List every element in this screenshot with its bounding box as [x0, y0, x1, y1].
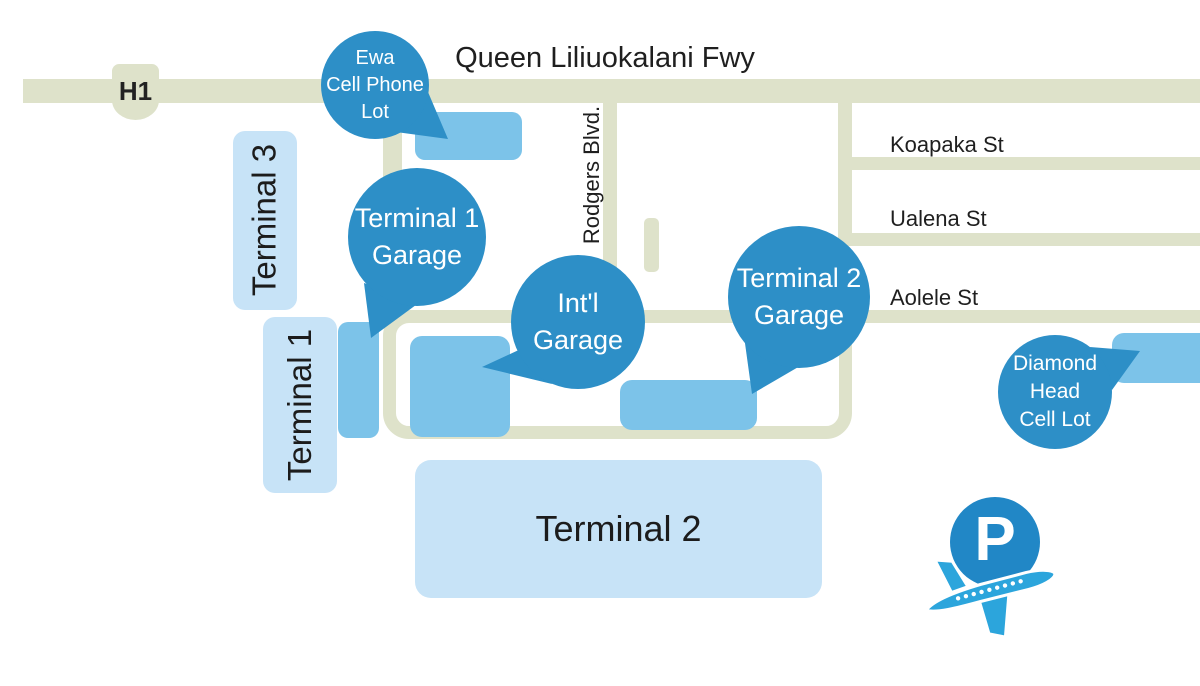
- intl-garage-callout: Int'l Garage: [511, 255, 645, 389]
- freeway-label: Queen Liliuokalani Fwy: [455, 42, 755, 74]
- callout-line: Terminal 1: [354, 203, 480, 233]
- koapaka-st-road: [845, 157, 1200, 170]
- terminal-3-label: Terminal 3: [245, 143, 283, 297]
- intl-garage-area: [410, 336, 510, 437]
- ewa-cell-phone-lot-callout: Ewa Cell Phone Lot: [321, 31, 429, 139]
- side-street-stub: [644, 218, 659, 272]
- callout-line: Garage: [371, 240, 463, 270]
- koapaka-st-label: Koapaka St: [890, 132, 1004, 157]
- h1-interstate-shield: [112, 64, 159, 120]
- callout-line: Terminal 2: [736, 263, 862, 293]
- terminal-1-building: [263, 317, 337, 493]
- callout-line: Lot: [361, 100, 389, 123]
- rodgers-blvd-label: Rodgers Blvd.: [579, 105, 604, 245]
- parking-p-letter: P: [974, 504, 1016, 574]
- ualena-st-label: Ualena St: [890, 206, 987, 231]
- terminal-3-building: [233, 131, 297, 310]
- callout-line: Diamond: [1012, 352, 1098, 375]
- airplane-windows: [955, 579, 1023, 601]
- terminal-2-label: Terminal 2: [535, 508, 702, 549]
- airplane-icon: [924, 558, 1057, 639]
- callout-line: Cell Lot: [1019, 408, 1091, 431]
- terminal-2-garage-area: [620, 380, 757, 430]
- diamond-head-cell-lot-callout: Diamond Head Cell Lot: [998, 335, 1112, 449]
- ewa-cell-phone-lot-area: [415, 112, 522, 160]
- terminal-2-garage-callout: Terminal 2 Garage: [728, 226, 870, 368]
- terminal-2-building: [415, 460, 822, 598]
- ualena-st-road: [845, 233, 1200, 246]
- callout-line: Head: [1029, 380, 1081, 403]
- callout-line: Cell Phone: [326, 73, 424, 96]
- diamond-head-cell-lot-area: [1112, 333, 1200, 383]
- aolele-st-road: [840, 310, 1200, 323]
- cross-street-road-vertical: [838, 100, 852, 246]
- freeway-road: [23, 79, 1200, 103]
- aolele-st-label: Aolele St: [890, 285, 979, 310]
- terminal-1-garage-area: [338, 322, 379, 438]
- callout-line: Garage: [532, 325, 624, 355]
- callout-line: Int'l: [557, 288, 599, 318]
- terminal-1-label: Terminal 1: [281, 328, 318, 482]
- h1-shield-label: H1: [118, 76, 153, 106]
- airplane-tail-fin: [933, 558, 970, 594]
- terminal-1-garage-callout: Terminal 1 Garage: [348, 168, 486, 306]
- callout-line: Garage: [753, 300, 845, 330]
- callout-line: Ewa: [355, 46, 395, 69]
